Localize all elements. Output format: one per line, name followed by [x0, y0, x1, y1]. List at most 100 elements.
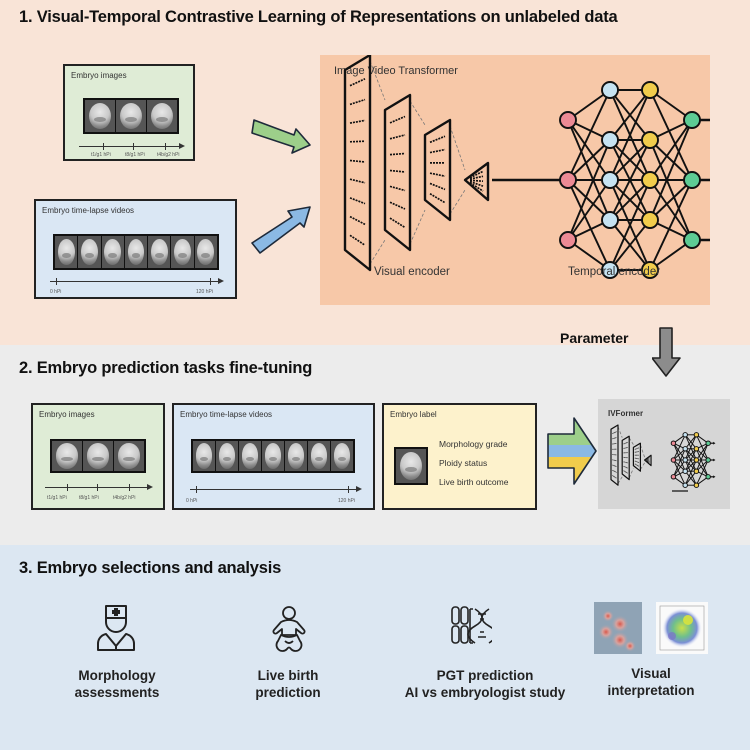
embryo-frame	[396, 449, 426, 483]
layer-stripe	[389, 115, 406, 124]
layer-stripe	[389, 169, 406, 173]
network-node	[601, 171, 619, 189]
video-frame	[101, 236, 124, 268]
doctor-icon	[96, 605, 136, 651]
video-frame	[148, 236, 171, 268]
task-line2: prediction	[255, 685, 321, 700]
encoder-layer	[632, 442, 642, 472]
network-edge	[567, 119, 611, 181]
network-edge	[567, 179, 611, 241]
network-node	[693, 446, 700, 452]
tick-label: t8/g1 hPi	[79, 495, 99, 501]
network-edge	[673, 442, 686, 461]
layer-stripe	[389, 152, 406, 156]
section-finetuning: 2. Embryo prediction tasks fine-tuning E…	[0, 345, 750, 545]
encoder-layer	[343, 55, 372, 272]
network-node	[641, 261, 659, 279]
layer-stripe	[349, 159, 366, 163]
tick-label: t1/g1 hPi	[47, 495, 67, 501]
section3-title: 3. Embryo selections and analysis	[19, 559, 282, 577]
embryo-frame	[52, 441, 82, 471]
layer-stripe	[429, 135, 446, 144]
layer-stripe	[645, 460, 650, 464]
embryo-label-box: Embryo label Morphology grade Ploidy sta…	[382, 403, 537, 510]
output-arrow-icon	[713, 458, 716, 462]
network-edge	[567, 179, 611, 271]
label-item-live-birth: Live birth outcome	[439, 477, 509, 487]
temporal-encoder-label: Temporal encoder	[568, 266, 661, 278]
network-node	[683, 231, 701, 249]
scatter-thumbnail	[656, 602, 708, 654]
network-edge	[695, 448, 709, 477]
timeline-tick	[56, 278, 57, 285]
timeline-tick	[196, 486, 197, 493]
network-edge	[649, 119, 693, 221]
embryo-video-strip	[53, 234, 219, 270]
task-line2: AI vs embryologist study	[404, 685, 566, 700]
finetune-image-strip	[50, 439, 146, 473]
layer-stripe	[623, 441, 628, 445]
layer-stripe	[349, 234, 366, 246]
task-morphology: Morphology assessments	[62, 667, 172, 701]
layer-stripe	[612, 442, 617, 445]
network-edge	[684, 470, 697, 486]
tricolor-arrow-icon	[547, 417, 597, 485]
section1-title: 1. Visual-Temporal Contrastive Learning …	[19, 8, 618, 26]
network-node	[670, 457, 677, 463]
chromosome-dna-icon	[451, 606, 492, 644]
task-line2: assessments	[74, 685, 160, 700]
embryo-videos-label: Embryo time-lapse videos	[42, 206, 135, 215]
network-edge	[567, 119, 611, 221]
embryo-images-box: Embryo images t1/g1 hPi t8/g1 hPi t4b/g2…	[63, 64, 195, 161]
network-edge	[672, 448, 686, 477]
connector-line	[369, 239, 386, 265]
embryo-frame	[116, 100, 146, 132]
layer-stripe	[623, 470, 629, 474]
video-frame	[239, 441, 261, 471]
video-frame	[55, 236, 78, 268]
network-edge	[673, 434, 686, 461]
input-arrows	[251, 119, 311, 254]
embryo-frame	[147, 100, 177, 132]
task-line1: Live birth	[257, 668, 319, 683]
network-edge	[673, 459, 686, 486]
layer-stripe	[349, 140, 366, 143]
layer-stripe	[349, 98, 366, 106]
network-edge	[649, 119, 693, 181]
network-node	[601, 131, 619, 149]
timeline-tick	[97, 484, 98, 491]
connector-line	[640, 444, 645, 458]
layer-stripe	[429, 172, 446, 177]
network-edge	[609, 179, 651, 271]
network-node	[693, 482, 700, 488]
network-node	[693, 468, 700, 474]
network-edge	[567, 139, 611, 241]
network-edge	[696, 442, 709, 461]
network-node	[683, 171, 701, 189]
connector-line	[617, 426, 623, 438]
network-node	[670, 474, 677, 480]
layer-stripe	[429, 192, 446, 204]
network-edge	[649, 179, 693, 221]
network-edge	[649, 179, 693, 271]
timeline-tick	[165, 143, 166, 150]
task-line1: PGT prediction	[436, 668, 534, 683]
connector-line	[449, 189, 466, 215]
timeline-tick	[133, 143, 134, 150]
layer-stripe	[389, 217, 406, 229]
embryo-frame	[83, 441, 113, 471]
network-edge	[684, 434, 697, 461]
layer-stripe	[612, 469, 617, 473]
layer-stripe	[623, 465, 628, 469]
heatmap-thumbnail	[594, 602, 642, 654]
network-edge	[695, 434, 709, 461]
embryo-frame	[114, 441, 144, 471]
timeline-tick	[67, 484, 68, 491]
encoder-layer	[643, 454, 652, 467]
video-frame	[171, 236, 194, 268]
video-frame	[193, 441, 215, 471]
timeline-tick	[103, 143, 104, 150]
finetune-images-box: Embryo images t1/g1 hPi t8/g1 hPi t4b/g2…	[31, 403, 165, 510]
layer-stripe	[612, 437, 617, 440]
network-node	[641, 131, 659, 149]
